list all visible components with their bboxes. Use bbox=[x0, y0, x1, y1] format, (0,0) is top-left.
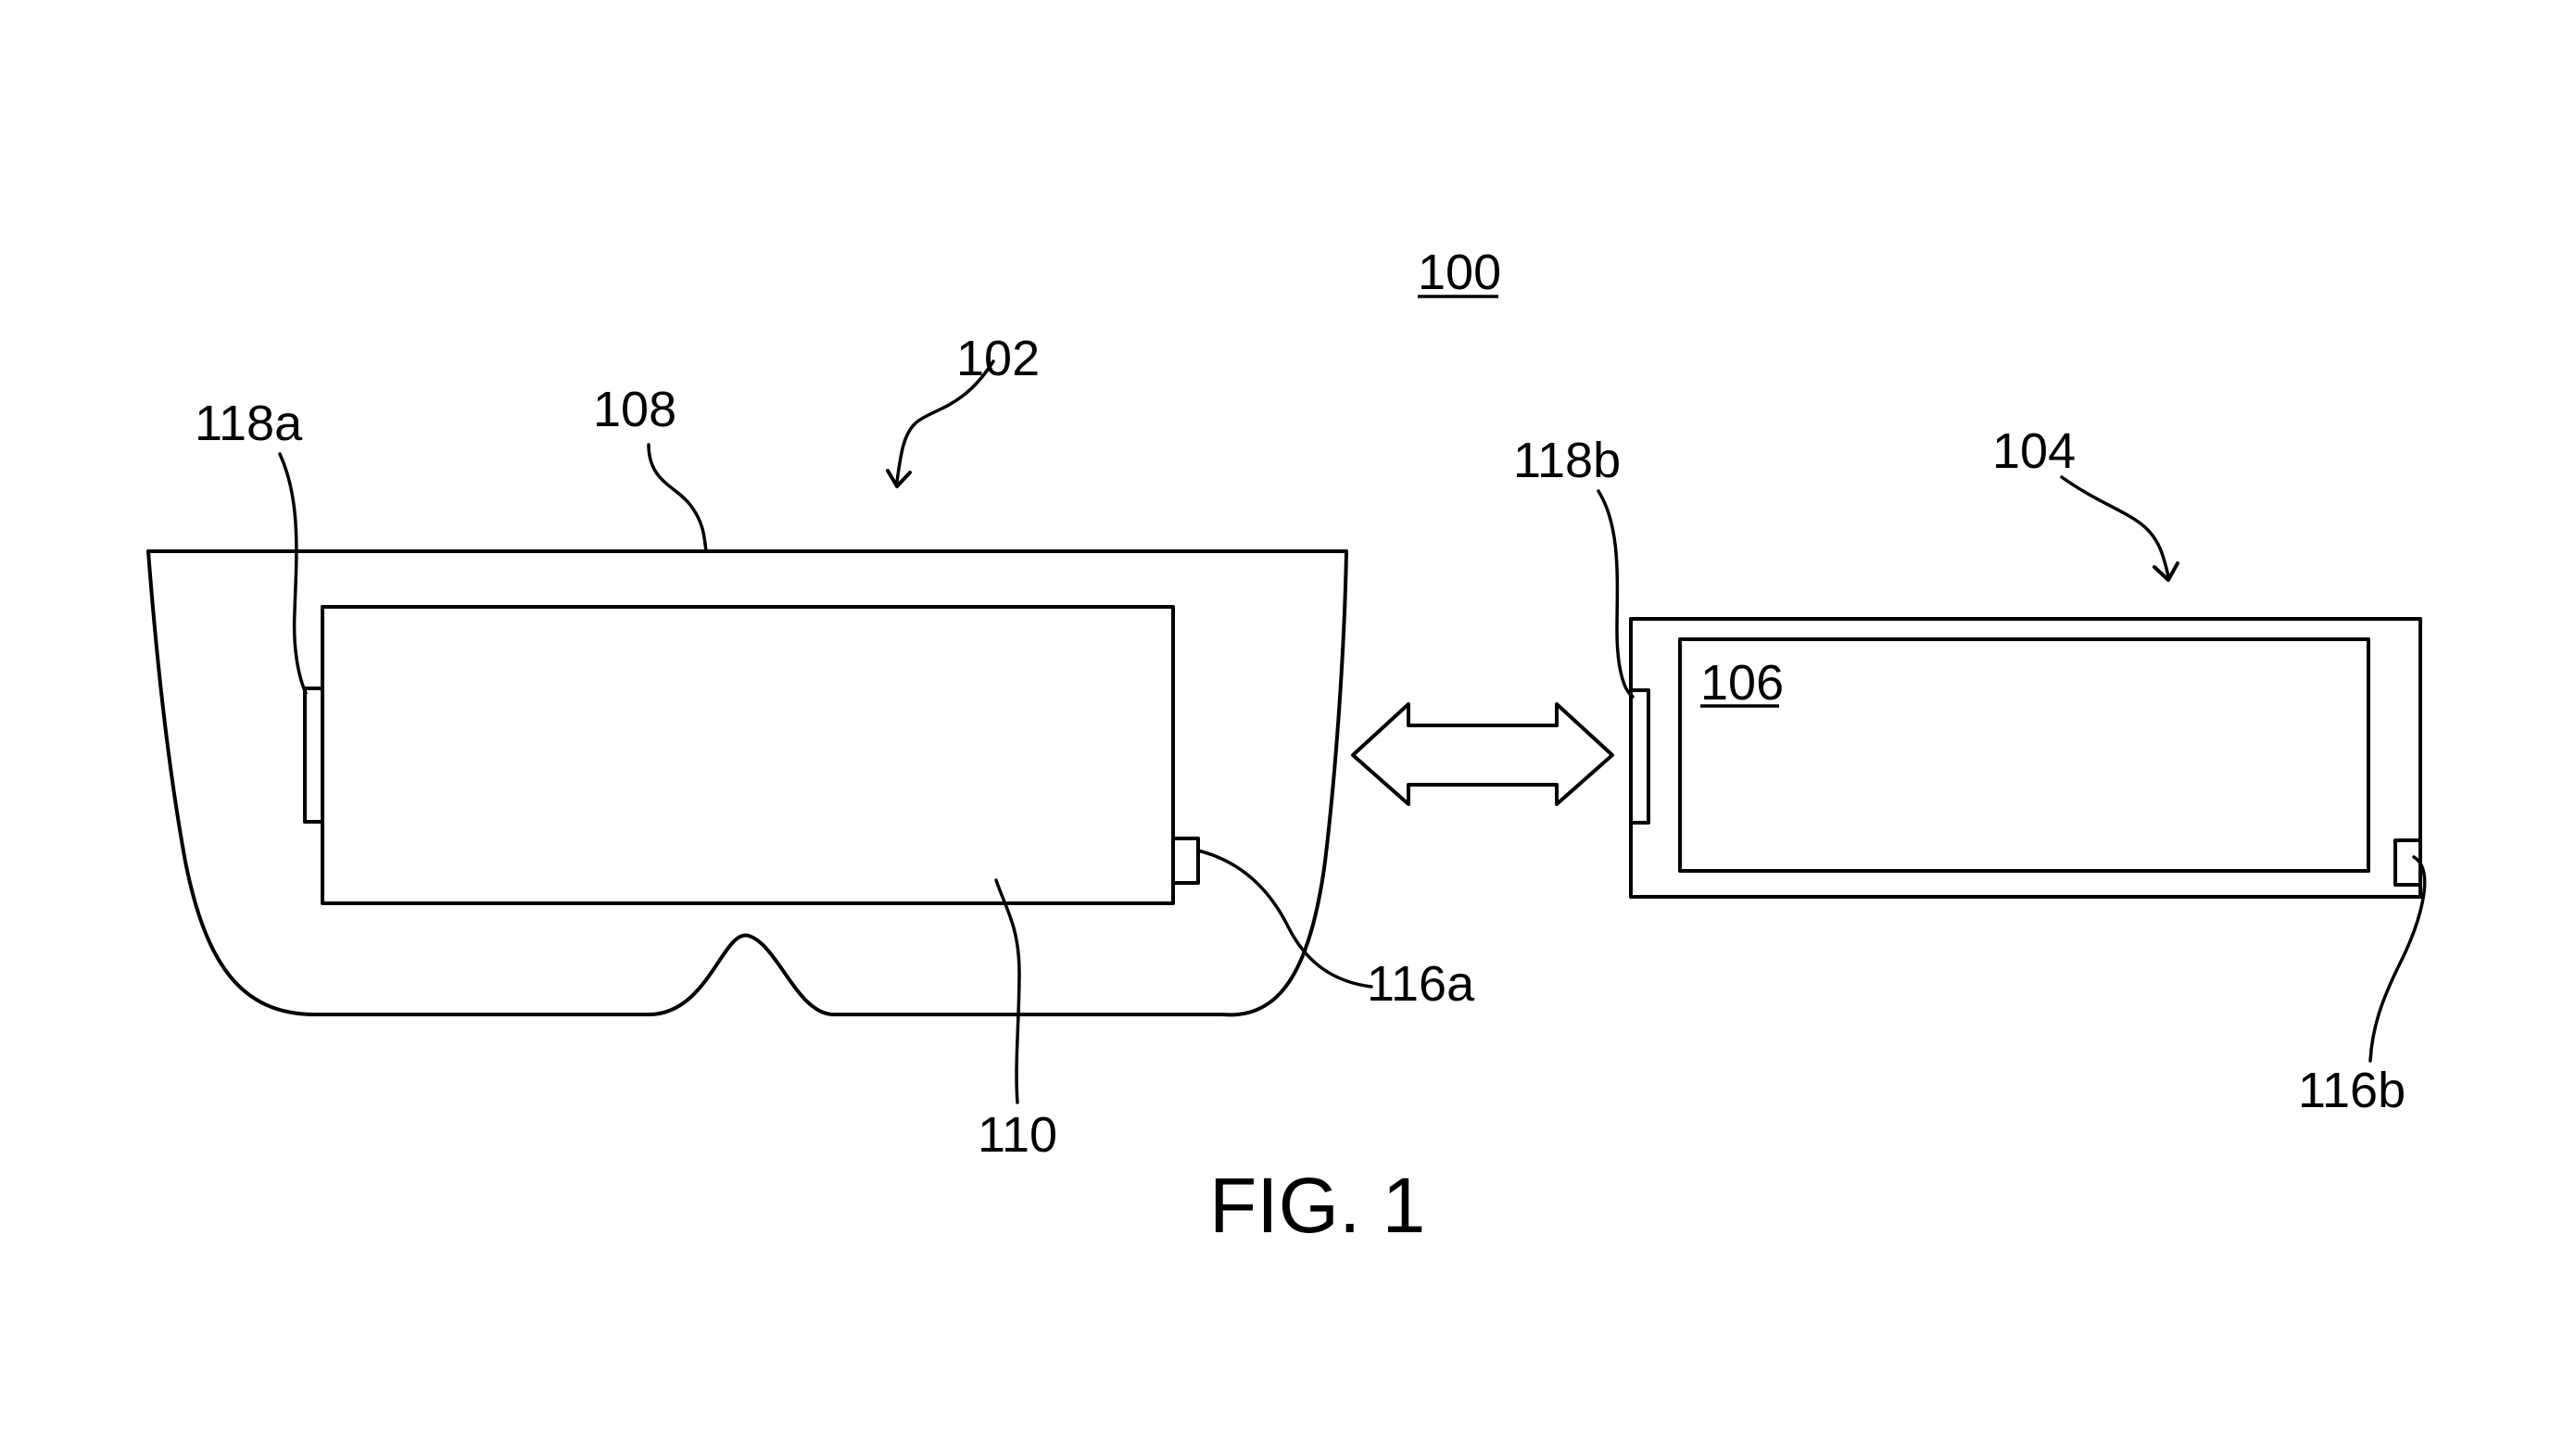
leader-108 bbox=[647, 443, 708, 553]
device-display bbox=[1678, 637, 2370, 873]
leader-116a bbox=[1196, 849, 1373, 989]
label-108: 108 bbox=[593, 382, 676, 437]
arrowhead-104 bbox=[2153, 561, 2179, 582]
label-116b: 116b bbox=[2298, 1063, 2406, 1118]
bidirectional-arrow bbox=[1351, 702, 1614, 806]
leader-110 bbox=[994, 878, 1021, 1104]
label-110: 110 bbox=[978, 1107, 1057, 1163]
label-118a: 118a bbox=[195, 396, 303, 451]
connector-116b bbox=[2393, 838, 2422, 887]
figure-caption: FIG. 1 bbox=[1209, 1162, 1425, 1249]
headset-display bbox=[321, 605, 1175, 905]
leader-102 bbox=[895, 359, 995, 484]
arrowhead-102 bbox=[886, 469, 912, 488]
interface-118a bbox=[303, 687, 324, 824]
label-104: 104 bbox=[1992, 423, 2076, 479]
label-118b: 118b bbox=[1513, 433, 1621, 488]
headset-frame bbox=[146, 549, 1348, 1017]
label-116a: 116a bbox=[1367, 956, 1475, 1012]
label-106: 106 bbox=[1700, 655, 1784, 711]
interface-118b bbox=[1629, 688, 1650, 825]
leader-116b bbox=[2368, 855, 2427, 1063]
connector-116a bbox=[1171, 837, 1200, 885]
headset-assembly bbox=[146, 549, 1348, 1017]
label-102: 102 bbox=[956, 331, 1040, 386]
label-100: 100 bbox=[1418, 245, 1501, 300]
leader-118a bbox=[278, 452, 308, 695]
leader-118b bbox=[1597, 489, 1635, 699]
leader-104 bbox=[2060, 475, 2170, 578]
